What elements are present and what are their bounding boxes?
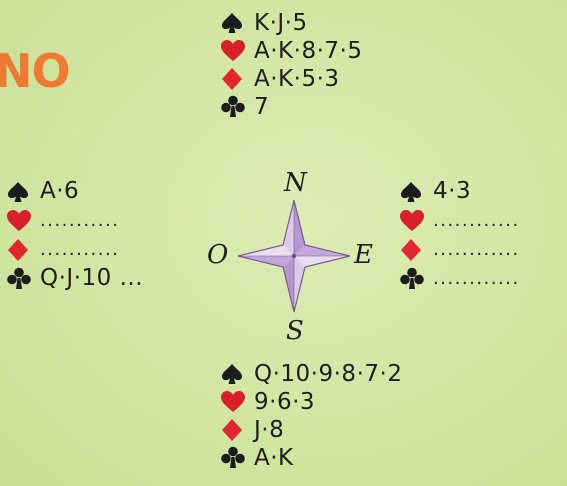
corner-title: NO <box>0 48 70 94</box>
south-diamonds-cards: J·8 <box>254 419 284 442</box>
club-icon <box>220 444 254 472</box>
north-clubs-row: 7 <box>220 93 362 121</box>
west-hand: A·6 ........... ........... Q·J·10 ... <box>6 177 143 293</box>
west-hearts-row: ........... <box>6 206 143 235</box>
south-clubs-cards: A·K <box>254 447 294 470</box>
south-spades-row: Q·10·9·8·7·2 <box>220 360 402 388</box>
spade-icon <box>399 178 433 206</box>
compass-rose-icon <box>234 196 354 316</box>
north-spades-row: K·J·5 <box>220 9 362 37</box>
north-diamonds-row: A·K·5·3 <box>220 65 362 93</box>
heart-icon <box>6 207 40 235</box>
east-diamonds-row: ............ <box>399 235 520 264</box>
east-hearts-row: ............ <box>399 206 520 235</box>
club-icon <box>220 93 254 121</box>
compass-west-label: O <box>207 242 228 268</box>
compass-east-label: E <box>354 242 373 268</box>
north-diamonds-cards: A·K·5·3 <box>254 68 340 91</box>
north-clubs-cards: 7 <box>254 96 269 119</box>
north-hearts-cards: A·K·8·7·5 <box>254 40 362 63</box>
east-spades-row: 4·3 <box>399 177 520 206</box>
west-clubs-cards: Q·J·10 ... <box>40 267 143 290</box>
east-hearts-blank: ............ <box>433 210 520 231</box>
west-clubs-row: Q·J·10 ... <box>6 264 143 293</box>
compass-south-label: S <box>286 318 304 344</box>
club-icon <box>6 265 40 293</box>
north-hand: K·J·5 A·K·8·7·5 A·K·5·3 7 <box>220 9 362 121</box>
east-clubs-row: ............ <box>399 264 520 293</box>
heart-icon <box>220 388 254 416</box>
east-spades-cards: 4·3 <box>433 180 471 203</box>
east-hand: 4·3 ............ ............ ..........… <box>399 177 520 293</box>
west-hearts-blank: ........... <box>40 210 119 231</box>
north-hearts-row: A·K·8·7·5 <box>220 37 362 65</box>
east-clubs-blank: ............ <box>433 268 520 289</box>
spade-icon <box>220 360 254 388</box>
south-hearts-cards: 9·6·3 <box>254 391 315 414</box>
diamond-icon <box>6 236 40 264</box>
south-clubs-row: A·K <box>220 444 402 472</box>
heart-icon <box>399 207 433 235</box>
diamond-icon <box>220 65 254 93</box>
north-spades-cards: K·J·5 <box>254 12 308 35</box>
south-spades-cards: Q·10·9·8·7·2 <box>254 363 402 386</box>
south-diamonds-row: J·8 <box>220 416 402 444</box>
club-icon <box>399 265 433 293</box>
spade-icon <box>6 178 40 206</box>
heart-icon <box>220 37 254 65</box>
east-diamonds-blank: ............ <box>433 239 520 260</box>
compass-north-label: N <box>284 170 307 196</box>
south-hearts-row: 9·6·3 <box>220 388 402 416</box>
diamond-icon <box>220 416 254 444</box>
spade-icon <box>220 9 254 37</box>
west-spades-row: A·6 <box>6 177 143 206</box>
west-diamonds-blank: ........... <box>40 239 119 260</box>
diamond-icon <box>399 236 433 264</box>
south-hand: Q·10·9·8·7·2 9·6·3 J·8 A·K <box>220 360 402 472</box>
west-diamonds-row: ........... <box>6 235 143 264</box>
west-spades-cards: A·6 <box>40 180 79 203</box>
